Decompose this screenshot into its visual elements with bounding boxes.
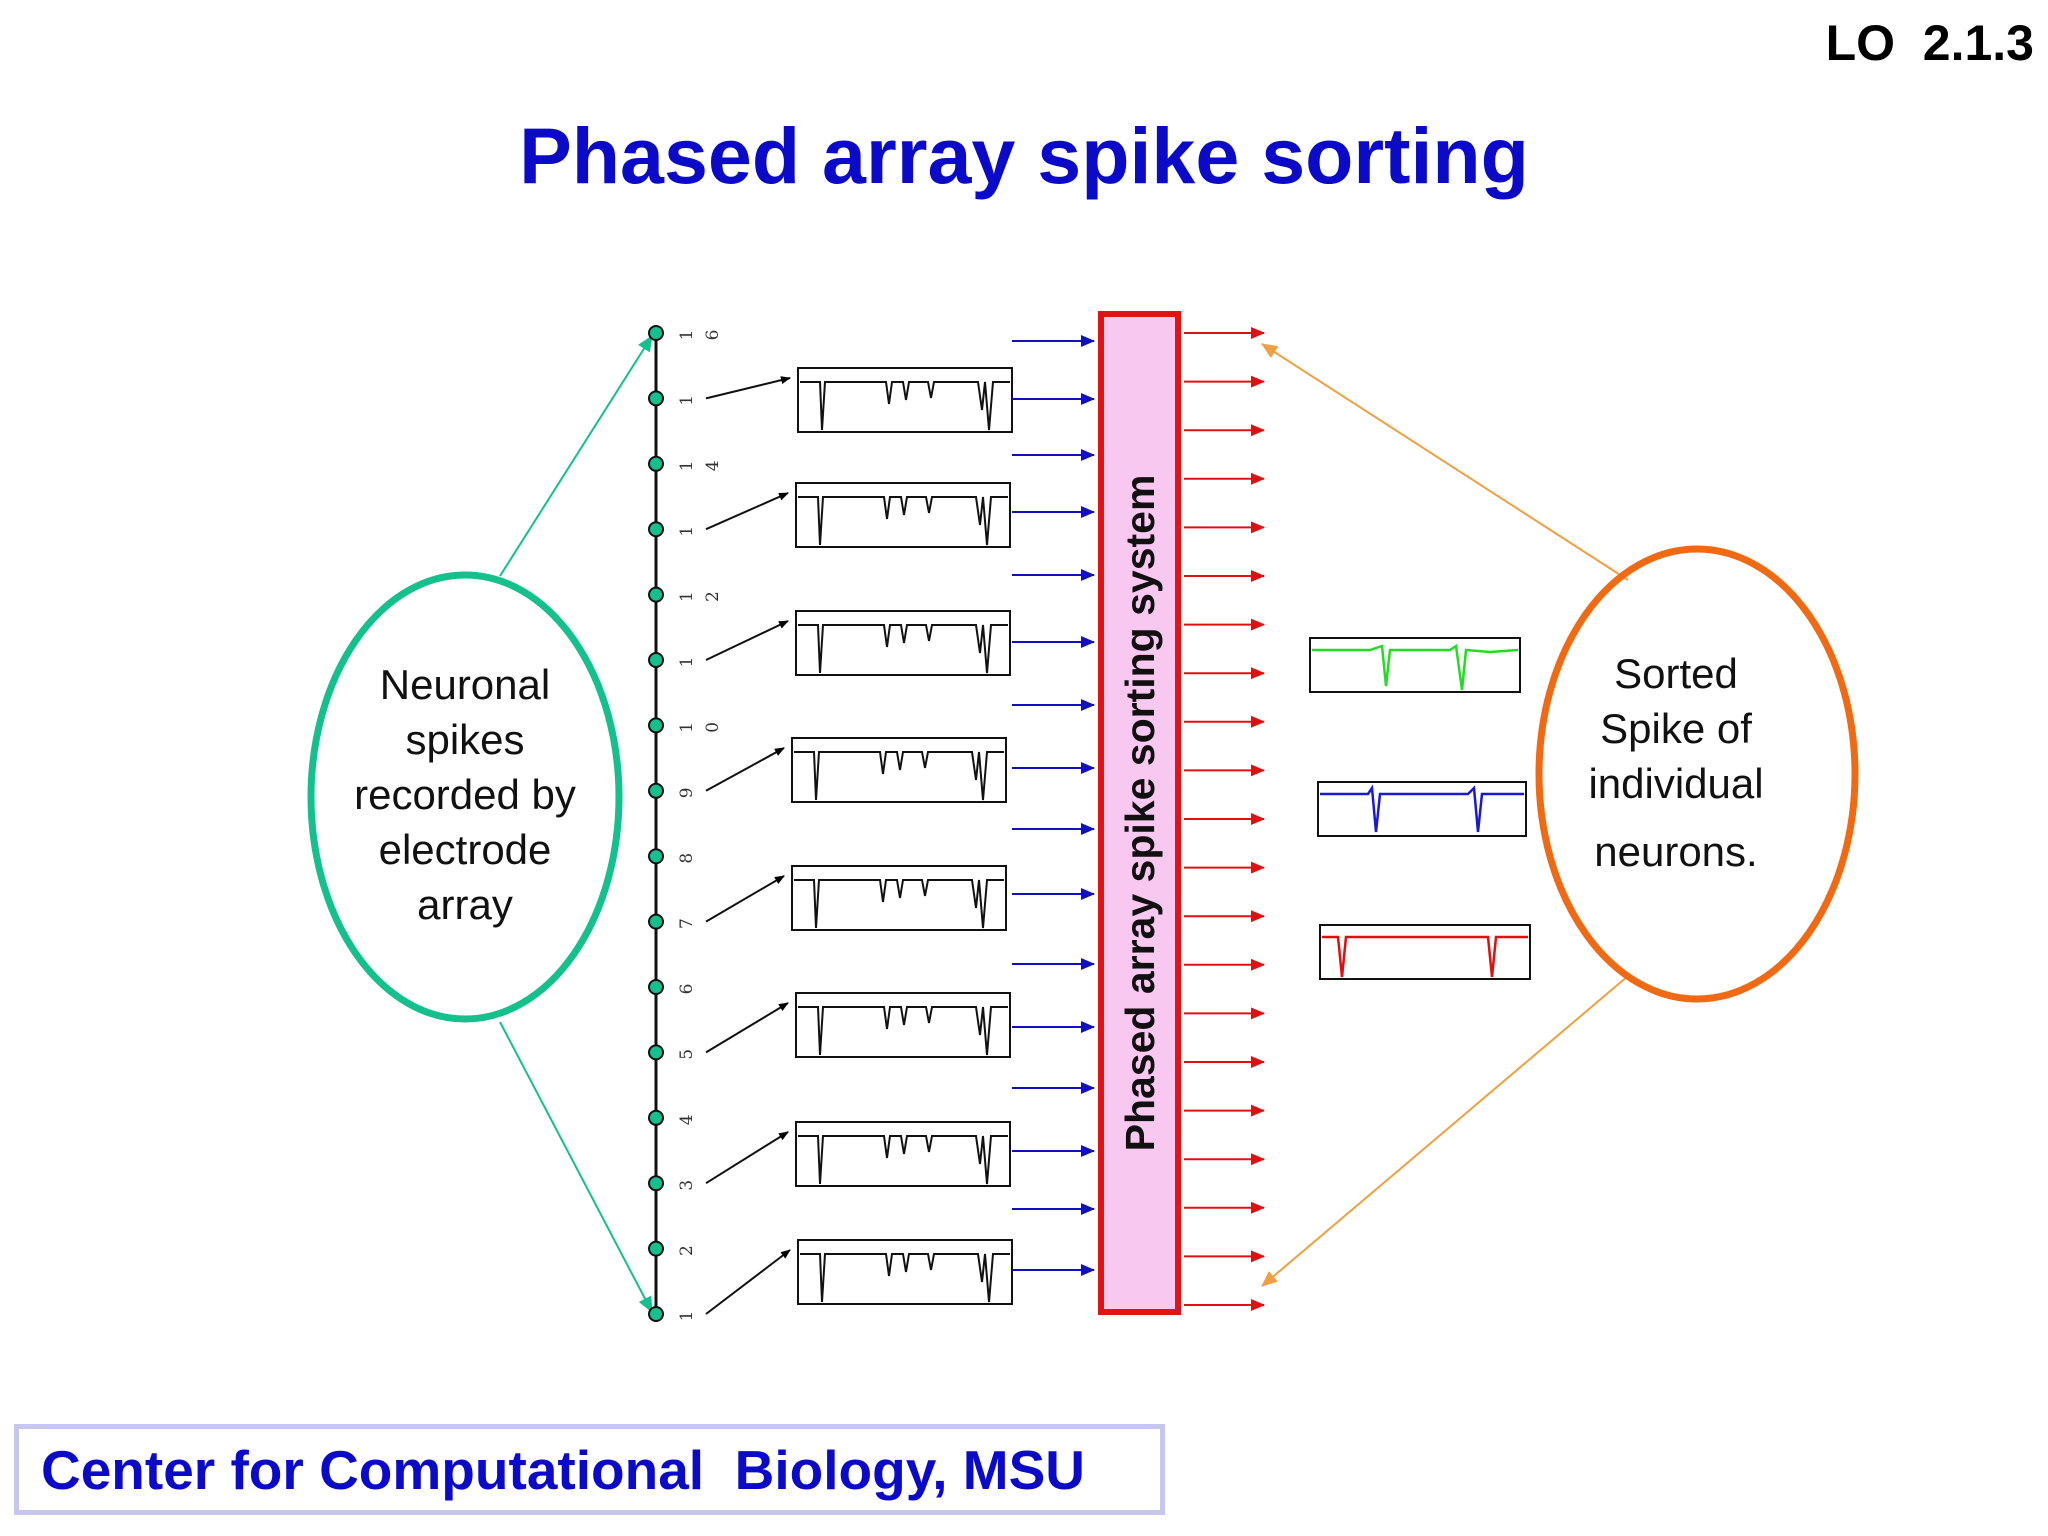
output-arrows xyxy=(1184,327,1265,1311)
right-oval-text-line: individual xyxy=(1588,760,1763,807)
left-oval-bottom-connector xyxy=(499,1021,653,1313)
trace-box xyxy=(795,482,1011,548)
left-oval-text-line: Neuronal xyxy=(380,661,550,708)
channel-label: 1 xyxy=(677,330,697,341)
arrow-icon xyxy=(705,875,785,923)
recorded-trace xyxy=(798,496,1008,546)
recorded-trace xyxy=(800,381,1010,431)
electrode-node-icon xyxy=(648,390,664,407)
recorded-trace xyxy=(798,624,1008,674)
recorded-trace xyxy=(798,1135,1008,1185)
arrow-icon xyxy=(705,1249,791,1315)
sorted-trace-box xyxy=(1319,924,1531,980)
channel-label: 4 xyxy=(703,460,723,471)
sorting-system-box xyxy=(1098,311,1181,1315)
channel-label: 1 xyxy=(677,1311,697,1322)
electrode-node-icon xyxy=(648,848,664,865)
channel-label: 1 xyxy=(677,722,697,733)
right-oval-bottom-connector xyxy=(1261,975,1629,1287)
right-oval xyxy=(1535,545,1859,1003)
electrode-node-icon xyxy=(648,1175,664,1192)
right-oval-text-line: Sorted xyxy=(1614,650,1738,697)
channel-label: 0 xyxy=(703,722,723,733)
right-oval-text-line: Spike of xyxy=(1600,705,1752,752)
sorted-traces xyxy=(1309,637,1531,980)
electrode-node-icon xyxy=(648,782,664,799)
left-oval-top-connector xyxy=(499,335,653,577)
electrode-node-icon xyxy=(648,1240,664,1257)
sorting-system-label: Phased array spike sorting system xyxy=(1117,475,1163,1152)
recorded-trace xyxy=(794,751,1004,801)
channel-label: 6 xyxy=(703,330,723,341)
channel-label: 2 xyxy=(703,591,723,602)
left-oval xyxy=(307,571,623,1023)
electrode-node-icon xyxy=(648,455,664,472)
sorted-spike-trace xyxy=(1312,643,1519,691)
channel-label: 5 xyxy=(677,1049,697,1060)
left-oval-text-line: array xyxy=(417,881,513,928)
right-oval-top-connector xyxy=(1261,343,1629,581)
sorted-spike-trace xyxy=(1322,935,1528,978)
channel-label: 1 xyxy=(677,657,697,668)
electrode-node-icon xyxy=(648,979,664,995)
input-arrows xyxy=(1012,335,1095,1276)
sorted-trace-box xyxy=(1317,781,1527,837)
channel-label: 7 xyxy=(677,918,697,929)
arrow-icon xyxy=(705,1002,789,1054)
channel-label: 1 xyxy=(677,591,697,602)
arrow-icon xyxy=(705,1131,789,1185)
electrode-nodes xyxy=(648,325,664,1322)
electrode-node-icon xyxy=(648,1044,664,1061)
recorded-trace xyxy=(798,1006,1008,1056)
electrode-node-icon xyxy=(648,1306,664,1322)
electrode-node-icon xyxy=(648,652,664,668)
channel-label: 2 xyxy=(677,1245,697,1256)
left-oval-text-line: spikes xyxy=(405,716,524,763)
footer-box: Center for Computational Biology, MSU xyxy=(14,1424,1165,1515)
electrode-node-icon xyxy=(648,913,664,930)
channel-label: 1 xyxy=(677,526,697,537)
channel-label: 8 xyxy=(677,853,697,864)
arrow-icon xyxy=(705,747,785,792)
left-oval-text-line: electrode xyxy=(379,826,552,873)
channel-label: 6 xyxy=(677,984,697,995)
slide-title: Phased array spike sorting xyxy=(519,111,1529,200)
right-oval-text-line: neurons. xyxy=(1594,828,1757,875)
arrow-icon xyxy=(705,620,789,661)
electrode-node-icon xyxy=(648,717,664,734)
recorded-trace xyxy=(794,879,1004,929)
arrow-icon xyxy=(705,492,789,531)
electrode-node-icon xyxy=(648,586,664,603)
channel-label: 4 xyxy=(677,1114,697,1125)
left-oval-text-line: recorded by xyxy=(354,771,576,818)
slide-code: LO 2.1.3 xyxy=(1825,15,2034,71)
electrode-node-icon xyxy=(648,325,664,341)
electrode-to-trace-arrows xyxy=(705,376,791,1315)
electrode-node-icon xyxy=(648,1109,664,1126)
channel-label: 9 xyxy=(677,787,697,798)
channel-label: 1 xyxy=(677,395,697,406)
sorted-trace-box xyxy=(1309,637,1521,693)
channel-label: 3 xyxy=(677,1180,697,1191)
arrow-icon xyxy=(705,376,791,400)
recorded-trace xyxy=(800,1253,1010,1303)
channel-label: 1 xyxy=(677,460,697,471)
electrode-node-icon xyxy=(648,521,664,538)
recorded-traces xyxy=(791,367,1013,1305)
left-oval-text: Neuronal spikes recorded by electrode array xyxy=(354,661,576,928)
footer-text: Center for Computational Biology, MSU xyxy=(41,1438,1085,1501)
sorted-spike-trace xyxy=(1320,784,1524,833)
